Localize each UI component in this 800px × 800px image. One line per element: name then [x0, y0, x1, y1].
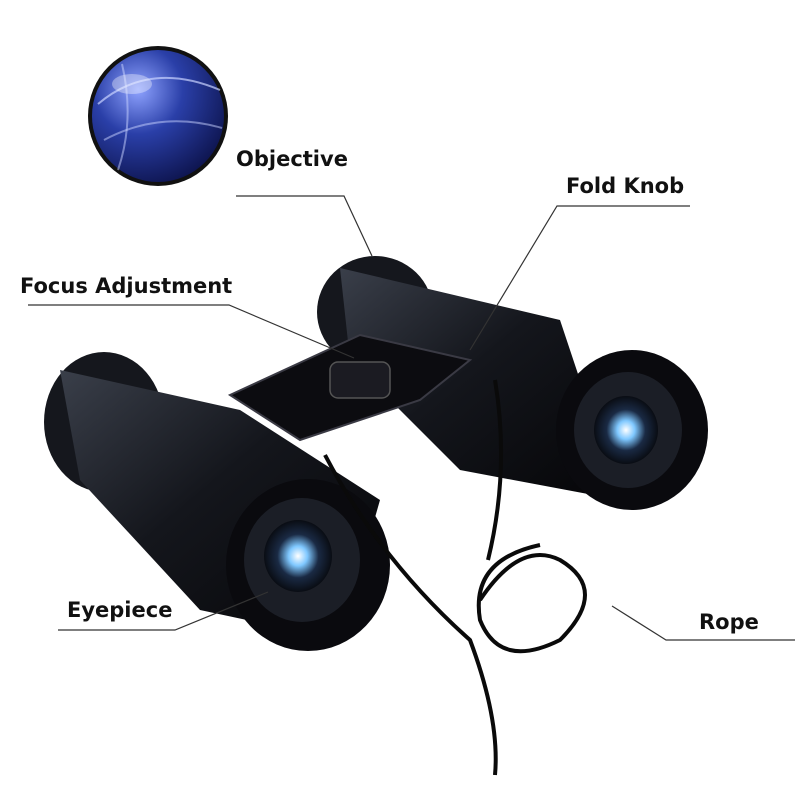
label-rope: Rope	[699, 610, 759, 634]
front-barrel	[44, 352, 390, 651]
rear-barrel	[317, 256, 708, 510]
leader-lines	[28, 195, 795, 641]
focus-adjustment-bridge	[227, 333, 473, 442]
rope	[323, 379, 587, 776]
label-focus-adjustment: Focus Adjustment	[20, 274, 233, 298]
objective-lens-icon	[88, 46, 228, 186]
label-eyepiece: Eyepiece	[67, 598, 173, 622]
label-objective: Objective	[236, 147, 348, 171]
label-fold-knob: Fold Knob	[566, 174, 685, 198]
